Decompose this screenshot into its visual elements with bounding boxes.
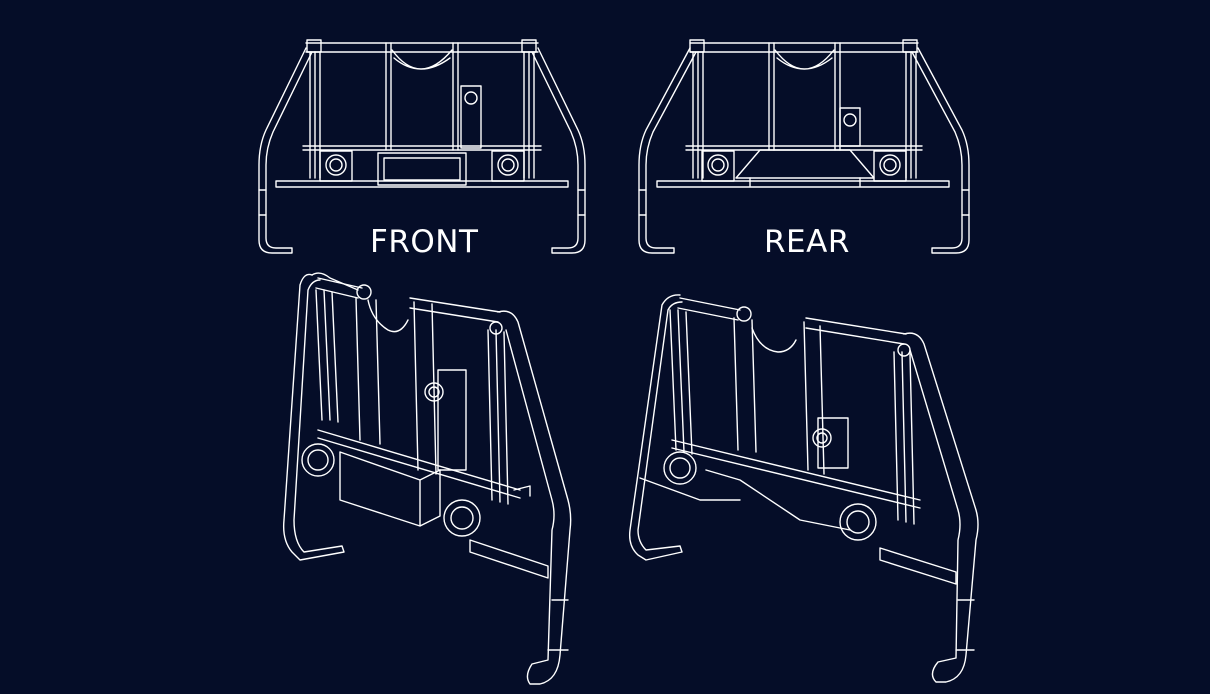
rear-right-tube: [911, 47, 970, 254]
iso-rear-center-wedge: [705, 469, 851, 531]
iso-front-center-box: [339, 451, 441, 527]
iso-rear-top-rail-right: [805, 317, 907, 345]
front-inner-post-right: [452, 42, 459, 151]
rear-label: REAR: [764, 224, 850, 260]
front-elevation-view: [258, 39, 586, 254]
iso-front-crossbar: [317, 429, 521, 499]
front-label: FRONT: [370, 224, 479, 260]
front-top-rail: [305, 42, 539, 53]
rear-left-tube: [638, 47, 697, 254]
iso-front-left-bracket: [356, 284, 372, 300]
iso-rear-chain: [751, 327, 797, 353]
front-inner-post-left: [385, 42, 392, 151]
front-right-upright: [523, 51, 535, 179]
rear-inner-post-left: [768, 42, 775, 151]
iso-rear-inner-post-left: [733, 317, 757, 453]
rear-elevation-view: [638, 39, 970, 254]
rear-right-wheel-housing: [873, 150, 907, 182]
iso-front-left-upright: [315, 289, 339, 423]
front-chain: [391, 49, 453, 70]
rear-right-wheel: [879, 154, 901, 176]
front-left-wheel-housing: [319, 150, 353, 182]
rear-left-wheel: [707, 154, 729, 176]
iso-front-clamp-box: [437, 369, 467, 471]
iso-rear-inner-post-right: [803, 321, 825, 475]
iso-rear-right-wheel: [839, 503, 877, 541]
iso-rear-bottom-bar: [879, 547, 957, 585]
rear-left-bracket: [689, 39, 705, 53]
iso-rear-right-upright: [893, 351, 915, 525]
iso-front-inner-post-left: [355, 297, 381, 445]
iso-front-inner-post-right: [413, 301, 437, 475]
rear-right-bracket: [902, 39, 918, 53]
front-isometric-view: [282, 272, 572, 685]
iso-front-top-rail-left: [315, 277, 363, 299]
front-clamp-box: [460, 85, 482, 149]
iso-rear-right-tube: [903, 332, 979, 683]
iso-front-right-tube: [497, 310, 572, 685]
front-left-tube: [258, 47, 313, 254]
front-left-wheel: [325, 154, 347, 176]
iso-front-top-rail-right: [409, 297, 501, 323]
iso-front-right-wheel: [443, 499, 481, 537]
rear-left-wheel-housing: [701, 150, 735, 182]
front-center-box: [377, 152, 467, 186]
rear-right-upright: [905, 51, 917, 179]
iso-front-left-tube: [282, 273, 345, 561]
iso-rear-crossbar: [671, 439, 921, 509]
iso-rear-left-tube: [628, 294, 683, 561]
iso-rear-left-upright: [669, 309, 693, 455]
iso-front-right-upright: [487, 329, 509, 505]
front-left-bracket: [306, 39, 322, 53]
iso-rear-right-bracket: [897, 343, 911, 357]
iso-rear-left-bracket: [736, 306, 752, 322]
front-right-bracket: [521, 39, 537, 53]
rear-isometric-view: [628, 294, 979, 683]
front-right-wheel-housing: [491, 150, 525, 182]
iso-rear-left-wheel: [663, 451, 697, 485]
rear-inner-post-right: [834, 42, 841, 151]
rear-left-upright: [692, 51, 704, 179]
rear-chain: [774, 49, 835, 70]
front-right-wheel: [497, 154, 519, 176]
iso-rear-top-rail-left: [677, 297, 741, 321]
rear-top-rail: [689, 42, 919, 53]
front-right-tube: [531, 47, 586, 254]
iso-front-chain: [367, 299, 409, 333]
iso-rear-clamp-box: [817, 417, 849, 469]
rear-bottom-bar: [656, 180, 950, 188]
front-crossbar: [302, 145, 542, 151]
rear-center-wedge: [735, 149, 875, 179]
iso-front-left-wheel: [301, 443, 335, 477]
iso-front-bottom-bar: [469, 539, 549, 579]
front-left-upright: [309, 51, 321, 179]
front-bottom-bar: [275, 180, 569, 188]
